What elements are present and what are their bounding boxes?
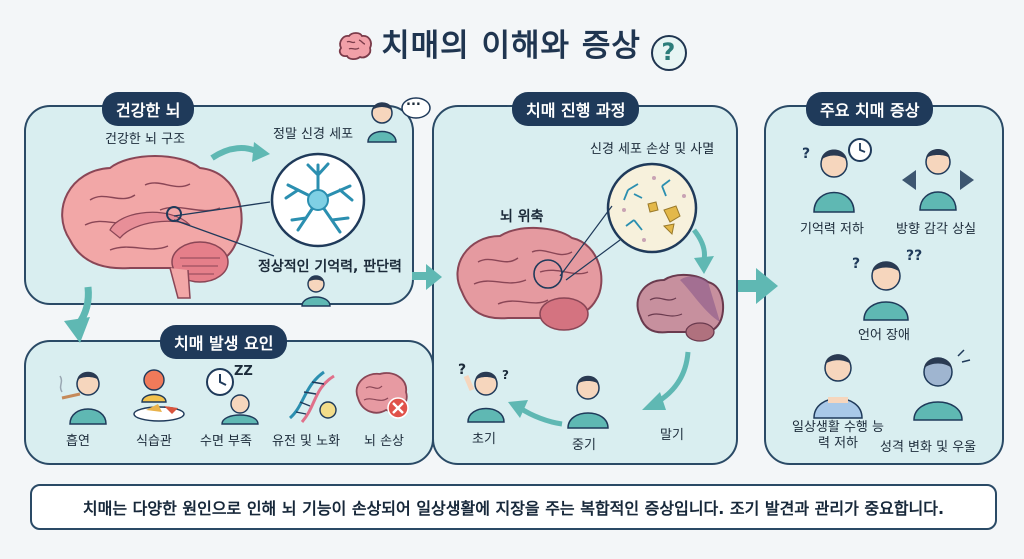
mid-stage-person-icon xyxy=(567,375,609,429)
factor-diet-label: 식습관 xyxy=(136,434,172,449)
arrow-progress-to-symptoms xyxy=(738,268,778,304)
diet-food-icon xyxy=(133,369,185,422)
zoom-lines xyxy=(173,201,275,257)
factor-sleep-label: 수면 부족 xyxy=(200,434,252,449)
neuron-magnifier xyxy=(270,152,366,248)
early-question-glyph: ? xyxy=(458,362,467,378)
dna-icon xyxy=(288,370,337,423)
symptom-disorientation-label: 방향 감각 상실 xyxy=(896,222,977,237)
late-stage-brain-illustration xyxy=(636,274,725,342)
smoking-person-icon xyxy=(59,371,107,425)
summary-box: 치매는 다양한 원인으로 인해 뇌 기능이 손상되어 일상생활에 지장을 주는 … xyxy=(30,484,997,530)
arrow-mid-to-early xyxy=(508,400,563,427)
arrow-healthy-to-progress xyxy=(412,264,442,290)
healthy-structure-label: 건강한 뇌 구조 xyxy=(105,132,186,147)
healthy-brain-header: 건강한 뇌 xyxy=(102,92,195,126)
arrow-healthy-to-factors xyxy=(64,286,92,343)
stage-early-label: 초기 xyxy=(472,432,496,447)
sleep-zz-glyph: ZZ xyxy=(234,364,253,379)
symptom-memory-label: 기억력 저하 xyxy=(800,222,864,237)
factor-brain-injury-label: 뇌 손상 xyxy=(364,434,405,449)
damaged-cells-magnifier xyxy=(606,162,698,254)
svg-text:?: ? xyxy=(802,146,810,162)
symptom-daily-living-label: 일상생활 수행 능력 저하 xyxy=(792,420,884,451)
cell-damage-label: 신경 세포 손상 및 사멸 xyxy=(590,142,715,157)
factor-genetics-label: 유전 및 노화 xyxy=(272,434,341,449)
sleep-clock-icon xyxy=(206,368,259,425)
brain-icon xyxy=(337,32,373,61)
stage-mid-label: 중기 xyxy=(572,438,596,453)
progress-header: 치매 진행 과정 xyxy=(512,92,640,126)
person-thinking-icon xyxy=(367,97,431,143)
factors-header: 치매 발생 요인 xyxy=(160,325,288,359)
symptom-language-label: 언어 장애 xyxy=(858,328,910,343)
early-stage-person-icon xyxy=(463,371,505,423)
question-icon: ? xyxy=(650,35,687,71)
svg-text:??: ?? xyxy=(906,248,922,264)
atrophy-label: 뇌 위축 xyxy=(500,209,544,225)
stage-late-label: 말기 xyxy=(660,428,684,443)
speech-bubble-dots: ... xyxy=(406,94,421,109)
arrow-late-to-mid xyxy=(642,351,691,410)
person-smiling-icon xyxy=(301,275,331,307)
memory-loss-person-icon: ? xyxy=(802,138,872,213)
atrophy-zoom-lines xyxy=(559,205,621,281)
language-disorder-person-icon: ? ?? xyxy=(852,248,922,321)
svg-text:?: ? xyxy=(852,256,860,272)
healthy-brain-illustration xyxy=(61,155,243,299)
normal-function-label: 정상적인 기억력, 판단력 xyxy=(258,259,402,275)
neuron-label: 정말 신경 세포 xyxy=(273,127,354,142)
depression-person-icon xyxy=(913,349,971,421)
page-title: 치매의 이해와 증상? xyxy=(0,20,1024,71)
early-question-glyph-2: ? xyxy=(502,368,509,382)
arrow-to-neuron xyxy=(210,142,270,162)
factor-smoking-label: 흡연 xyxy=(66,434,90,449)
disorientation-person-icon xyxy=(902,149,974,211)
arrow-cells-to-late xyxy=(692,228,714,274)
brain-damage-icon xyxy=(355,372,409,419)
daily-living-person-icon xyxy=(813,354,863,419)
symptoms-header: 주요 치매 증상 xyxy=(806,92,934,126)
symptom-depression-label: 성격 변화 및 우울 xyxy=(880,440,977,455)
